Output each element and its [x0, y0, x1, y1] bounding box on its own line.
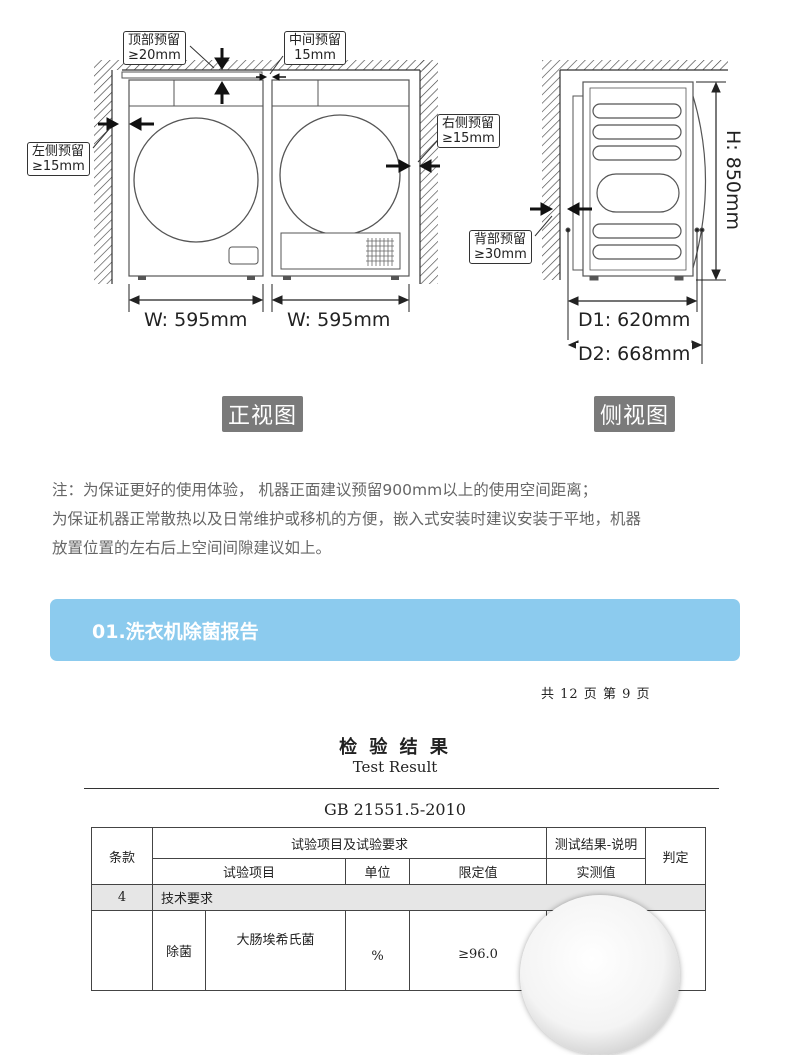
top-clearance-value: ≥20mm: [128, 48, 181, 63]
header-judgement: 判定: [645, 827, 706, 885]
side-view-walls: [542, 60, 728, 280]
magnifier-lens: [520, 895, 680, 1055]
middle-clearance-label: 中间预留: [289, 33, 342, 48]
back-clearance-value: ≥30mm: [474, 247, 527, 262]
installation-diagram: [92, 45, 728, 364]
dryer-front: [271, 79, 410, 280]
row-first-item: 大肠埃希氏菌: [205, 910, 346, 991]
middle-clearance-callout: 中间预留 15mm: [284, 31, 347, 65]
row-first-clause: [91, 910, 153, 991]
right-clearance-value: ≥15mm: [442, 131, 495, 146]
installation-note: 注：为保证更好的使用体验， 机器正面建议预留900mm以上的使用空间距离； 为保…: [52, 476, 752, 563]
back-clearance-label: 背部预留: [474, 232, 527, 247]
front-view-walls: [94, 60, 438, 284]
right-clearance-label: 右侧预留: [442, 116, 495, 131]
row-tech-clause: 4: [91, 884, 153, 911]
front-gap-arrows: [98, 48, 440, 173]
header-unit: 单位: [345, 858, 410, 885]
note-line-2: 为保证机器正常散热以及日常维护或移机的方便，嵌入式安装时建议安装于平地，机器: [52, 510, 642, 528]
report-title-cn: 检 验 结 果: [339, 737, 451, 758]
left-clearance-value: ≥15mm: [32, 159, 85, 174]
header-result-desc: 测试结果-说明: [546, 827, 646, 859]
side-gap-arrows: [530, 202, 592, 216]
row-first-unit: %: [345, 910, 410, 991]
top-clearance-callout: 顶部预留 ≥20mm: [123, 31, 186, 65]
header-items-requirements: 试验项目及试验要求: [152, 827, 547, 859]
header-clause: 条款: [91, 827, 153, 885]
front-width-dimensions: [128, 284, 410, 312]
report-title-en: Test Result: [352, 758, 438, 776]
section-banner: 01.洗衣机除菌报告: [50, 599, 740, 661]
washer-front: [121, 71, 264, 280]
report-standard: GB 21551.5-2010: [324, 800, 466, 819]
depth-d2-label: D2: 668mm: [576, 343, 693, 365]
right-clearance-callout: 右侧预留 ≥15mm: [437, 114, 500, 148]
top-clearance-label: 顶部预留: [128, 33, 181, 48]
washer-width-label: W: 595mm: [142, 309, 250, 331]
back-clearance-callout: 背部预留 ≥30mm: [469, 230, 532, 264]
row-first-category: 除菌: [152, 910, 206, 991]
section-title: 01.洗衣机除菌报告: [92, 621, 259, 643]
washer-side: [565, 81, 707, 281]
middle-clearance-value: 15mm: [294, 48, 336, 63]
header-test-item: 试验项目: [152, 858, 346, 885]
height-label: H: 850mm: [722, 130, 744, 231]
note-line-1: 注：为保证更好的使用体验， 机器正面建议预留900mm以上的使用空间距离；: [52, 481, 598, 499]
header-measured: 实测值: [546, 858, 646, 885]
note-line-3: 放置位置的左右后上空间间隙建议如上。: [52, 539, 332, 557]
report-rule: [84, 788, 719, 789]
dryer-width-label: W: 595mm: [285, 309, 393, 331]
side-view-tag: 侧视图: [594, 396, 676, 432]
header-limit: 限定值: [409, 858, 547, 885]
report-page-info: 共 12 页 第 9 页: [541, 687, 651, 702]
front-view-tag: 正视图: [222, 396, 304, 432]
left-clearance-label: 左侧预留: [32, 144, 85, 159]
depth-d1-label: D1: 620mm: [576, 309, 693, 331]
left-clearance-callout: 左侧预留 ≥15mm: [27, 142, 90, 176]
